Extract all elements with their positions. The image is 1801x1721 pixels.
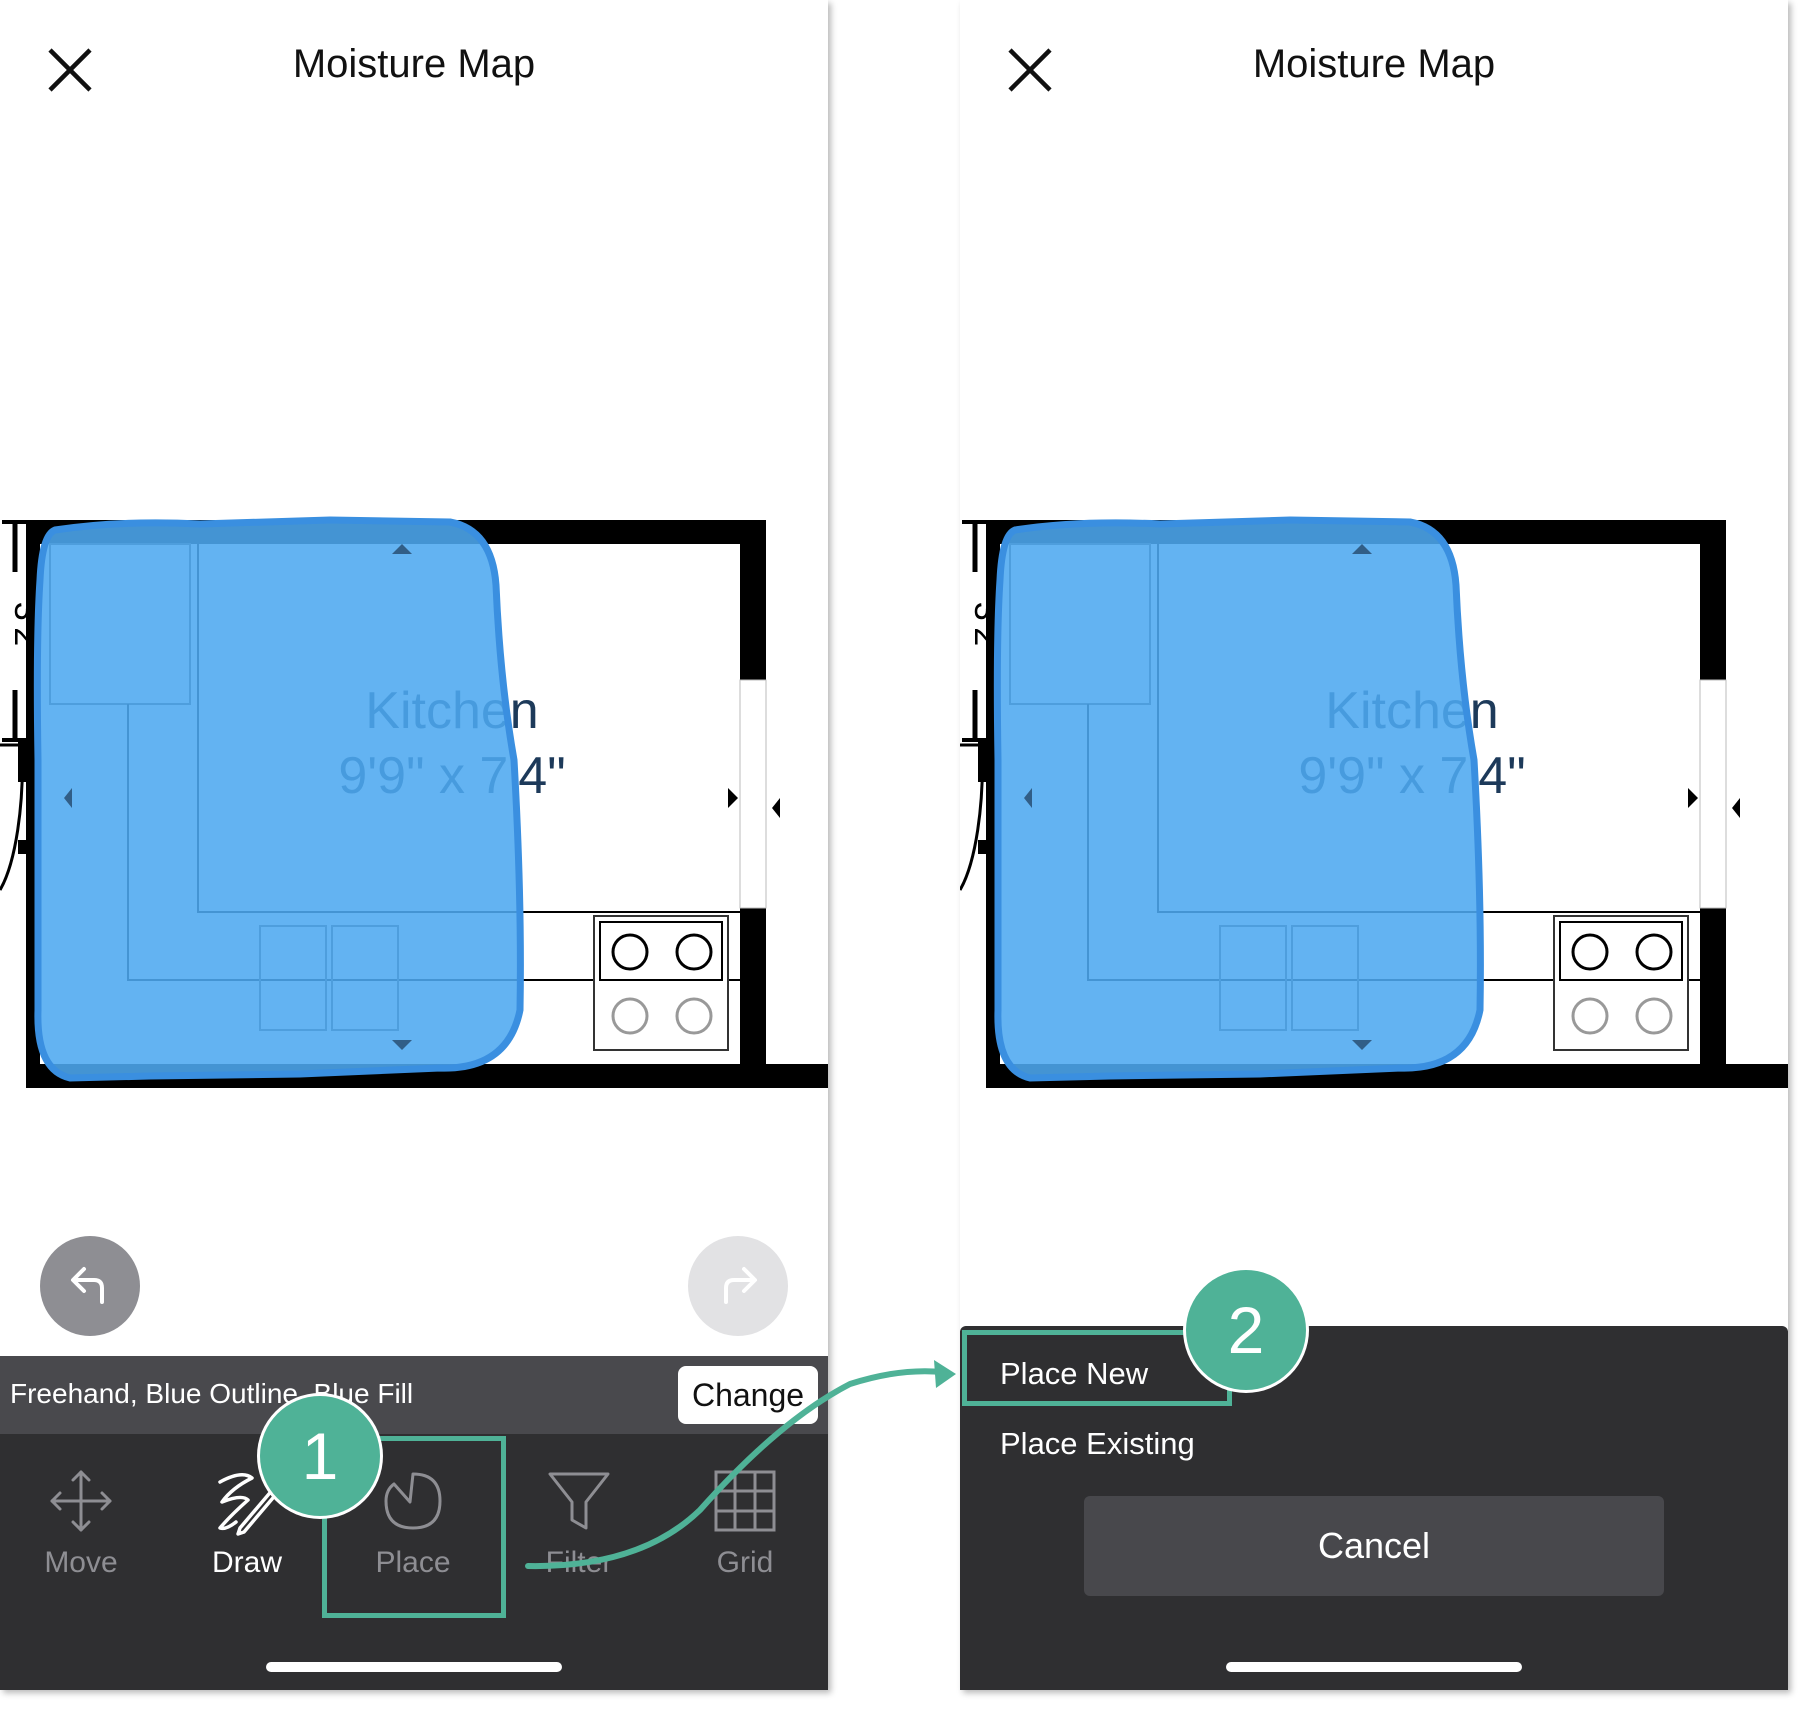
burner-icon xyxy=(675,997,713,1035)
page-title: Moisture Map xyxy=(292,42,536,86)
redo-button[interactable] xyxy=(688,1236,788,1336)
cancel-button[interactable]: Cancel xyxy=(1084,1496,1664,1596)
undo-button[interactable] xyxy=(40,1236,140,1336)
home-indicator xyxy=(1226,1662,1522,1672)
tool-label: Move xyxy=(44,1546,118,1579)
burner-icon xyxy=(611,997,649,1035)
place-new-option[interactable]: Place New xyxy=(1000,1356,1149,1391)
floor-plan[interactable]: 3'2" Kitchen 9'9" x 7'4" xyxy=(960,500,1788,1120)
tool-label: Draw xyxy=(211,1546,282,1579)
page-title: Moisture Map xyxy=(1252,42,1496,86)
filter-icon xyxy=(548,1472,610,1530)
move-icon xyxy=(50,1470,112,1532)
tool-move[interactable]: Move xyxy=(6,1466,156,1596)
callout-badge-2: 2 xyxy=(1186,1270,1306,1390)
draw-icon xyxy=(218,1473,280,1536)
home-indicator xyxy=(266,1662,562,1672)
change-button[interactable]: Change xyxy=(678,1366,818,1424)
place-highlight-box xyxy=(322,1436,506,1618)
style-info-bar: Freehand, Blue Outline, Blue Fill Change xyxy=(0,1356,828,1434)
tool-grid[interactable]: Grid xyxy=(670,1466,820,1596)
moisture-area[interactable] xyxy=(33,516,524,1082)
tool-filter[interactable]: Filter xyxy=(504,1466,654,1596)
burner-icon xyxy=(1635,997,1673,1035)
tool-draw[interactable]: Draw xyxy=(172,1466,322,1596)
grid-icon xyxy=(714,1470,776,1532)
undo-icon xyxy=(71,1267,104,1304)
burner-icon xyxy=(611,933,649,971)
close-icon[interactable] xyxy=(40,40,100,100)
tool-place[interactable]: Place xyxy=(338,1466,488,1596)
place-icon xyxy=(384,1472,442,1530)
place-action-sheet: Place New Place Existing Cancel xyxy=(960,1326,1788,1690)
floor-plan[interactable]: 3'2" Kitchen 9'9" x 7'4" xyxy=(0,500,828,1120)
tool-label: Place xyxy=(375,1546,451,1579)
moisture-area[interactable] xyxy=(993,516,1484,1082)
callout-badge-1: 1 xyxy=(260,1396,380,1516)
screen-left: Moisture Map 3'2" Ki xyxy=(0,0,828,1690)
place-existing-option[interactable]: Place Existing xyxy=(1000,1426,1195,1461)
close-icon[interactable] xyxy=(1000,40,1060,100)
tool-label: Filter xyxy=(545,1546,613,1579)
burner-icon xyxy=(1635,933,1673,971)
burner-icon xyxy=(675,933,713,971)
tool-label: Grid xyxy=(716,1546,774,1579)
redo-icon xyxy=(724,1267,757,1304)
screen-right: Moisture Map 3'2" Kitchen 9'9" x 7'4" xyxy=(960,0,1788,1690)
burner-icon xyxy=(1571,997,1609,1035)
top-bar: Moisture Map xyxy=(960,0,1788,140)
burner-icon xyxy=(1571,933,1609,971)
top-bar: Moisture Map xyxy=(0,0,828,140)
